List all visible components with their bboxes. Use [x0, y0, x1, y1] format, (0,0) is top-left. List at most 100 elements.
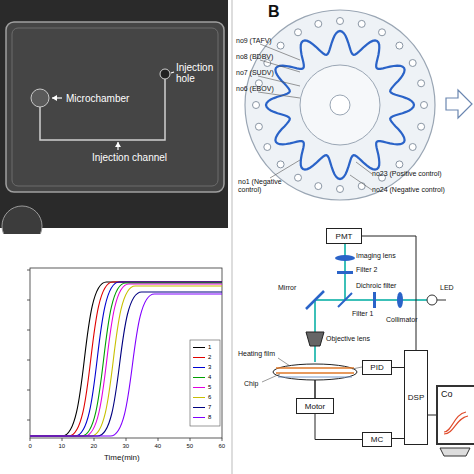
reaction-chamber — [409, 60, 416, 67]
optical-schematic — [278, 377, 352, 378]
reaction-chamber — [396, 42, 403, 49]
tick-label: 40 — [155, 443, 162, 450]
tick-label: 20 — [91, 443, 98, 450]
amplification-chart — [0, 234, 228, 474]
disc-chip — [330, 95, 350, 115]
chart-legend: 12345678 — [193, 342, 211, 422]
processor-box: DSP — [404, 350, 428, 445]
optical-schematic — [276, 368, 354, 373]
reaction-chamber — [418, 123, 425, 130]
panel-letter: B — [268, 3, 280, 21]
node-text: PID — [370, 363, 383, 372]
controller-box: MC — [362, 432, 392, 447]
legend-row: 4 — [193, 372, 211, 382]
chip-photo — [12, 28, 218, 186]
part-label: Microchamber — [66, 93, 129, 104]
reaction-chamber — [358, 20, 365, 27]
optical-schematic — [335, 255, 355, 261]
reaction-chamber — [315, 183, 322, 190]
amplification-chart — [27, 270, 222, 441]
signal-wire — [428, 415, 436, 416]
optical-schematic — [345, 244, 430, 300]
legend-line — [193, 417, 205, 418]
optics-label: Dichroic filter — [356, 282, 396, 290]
axis-title: Time(min) — [104, 454, 140, 463]
signal-wire — [392, 367, 404, 368]
amplification-chart — [0, 234, 228, 474]
node-text: Co — [441, 389, 453, 399]
chip-photo — [171, 72, 174, 73]
legend-line — [193, 347, 205, 348]
legend-row: 1 — [193, 342, 211, 352]
node-text: DSP — [408, 393, 424, 402]
legend-row: 3 — [193, 362, 211, 372]
legend-text: 5 — [208, 384, 211, 390]
amplification-curve — [30, 282, 222, 436]
chip-photo — [52, 95, 57, 101]
computer-monitor: Co — [436, 385, 474, 445]
reaction-chamber — [358, 183, 365, 190]
chip-photo — [6, 22, 224, 192]
tick-label: 60 — [219, 443, 226, 450]
legend-row: 8 — [193, 412, 211, 422]
flow-arrow — [446, 90, 472, 118]
optical-schematic — [373, 292, 376, 308]
optics-label: Collimator — [386, 316, 418, 324]
chamber-label: no7 (SUDV) — [236, 69, 274, 77]
wavy-channel — [266, 31, 414, 179]
detector-box: PMT — [326, 228, 362, 244]
chamber-label: no8 (BDBV) — [236, 53, 273, 61]
amplification-curve — [30, 284, 222, 436]
amplification-curve — [30, 282, 222, 436]
legend-line — [193, 367, 205, 368]
optics-label: Chip — [244, 380, 258, 388]
part-label: Injection channel — [92, 152, 167, 163]
optical-schematic — [262, 244, 470, 456]
optical-schematic — [444, 412, 468, 434]
chip-photo — [160, 69, 170, 79]
legend-row: 7 — [193, 402, 211, 412]
amplification-curve — [30, 292, 222, 436]
reaction-chamber — [418, 80, 425, 87]
optics-label: Objective lens — [326, 335, 370, 343]
reaction-chamber — [337, 186, 344, 193]
reaction-chamber — [264, 144, 271, 151]
reaction-chamber — [396, 161, 403, 168]
amplification-curve — [30, 286, 222, 436]
chamber-label: no1 (Negative control) — [238, 178, 300, 193]
node-text: Motor — [305, 402, 325, 411]
node-text: MC — [371, 435, 383, 444]
part-label: Injection hole — [176, 62, 226, 84]
legend-text: 1 — [208, 344, 211, 350]
reaction-chamber — [295, 29, 302, 36]
chip-photo — [31, 89, 49, 107]
tick-label: 30 — [123, 443, 130, 450]
chamber-label: no6 (EBOV) — [236, 85, 274, 93]
node-text: PMT — [336, 232, 353, 241]
reaction-chamber — [379, 29, 386, 36]
optical-schematic — [437, 300, 446, 301]
controller-box: PID — [362, 360, 392, 375]
optical-schematic — [306, 332, 324, 346]
reaction-chamber — [277, 161, 284, 168]
optical-schematic — [273, 364, 357, 380]
chip-photo — [0, 0, 228, 228]
legend-line — [193, 397, 205, 398]
reaction-chamber — [295, 174, 302, 181]
legend-text: 6 — [208, 394, 211, 400]
tick-label: 10 — [59, 443, 66, 450]
reaction-chamber — [253, 102, 260, 109]
motor-box: Motor — [296, 398, 334, 414]
chip-photo — [0, 0, 228, 246]
legend-line — [193, 357, 205, 358]
legend-text: 4 — [208, 374, 211, 380]
tick-label: 0 — [29, 443, 32, 450]
amplification-chart — [190, 340, 220, 426]
optics-label: Heating film — [238, 350, 275, 358]
optical-schematic — [337, 271, 353, 274]
amplification-curve — [30, 283, 222, 436]
chamber-label: no9 (TAFV) — [236, 37, 272, 45]
disc-chip — [300, 65, 380, 145]
signal-wire — [315, 414, 362, 440]
